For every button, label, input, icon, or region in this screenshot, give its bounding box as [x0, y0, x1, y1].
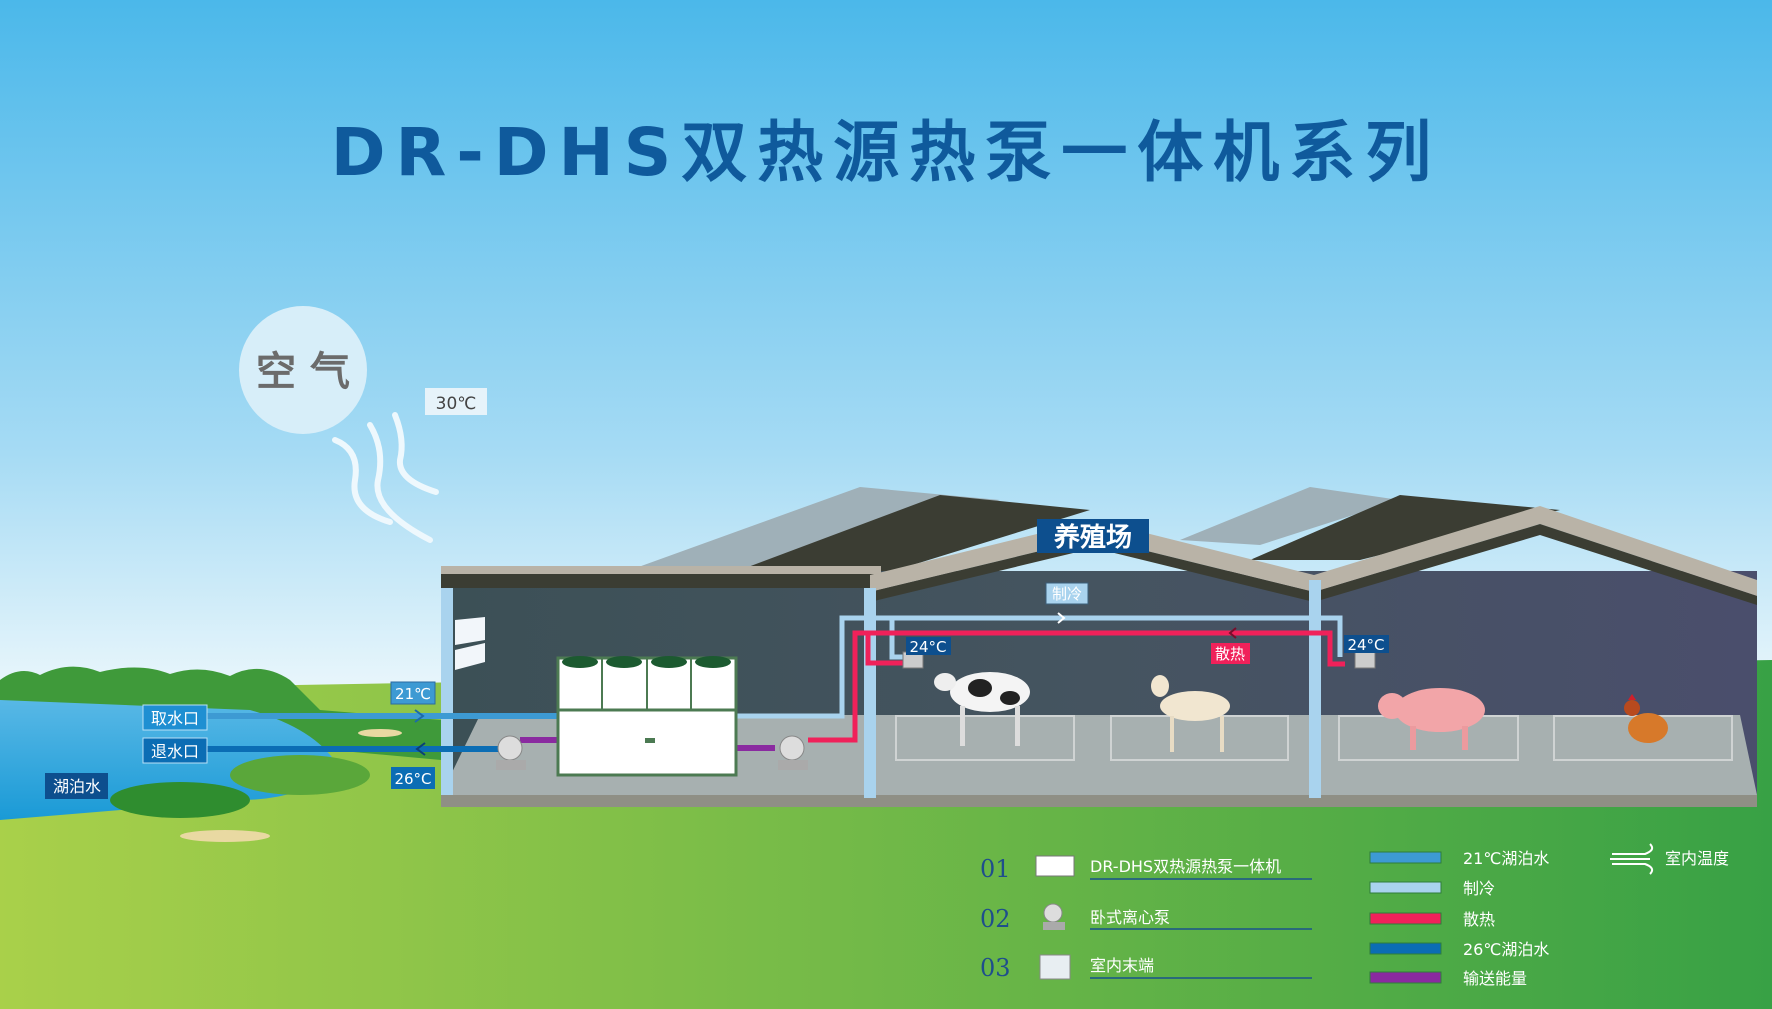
heat-label: 散热 [1215, 645, 1245, 663]
component-legend: 01 DR-DHS双热源热泵一体机 02 卧式离心泵 03 室内末端 [980, 855, 1312, 982]
heat-pump-unit [556, 656, 738, 777]
indoor-temp-legend-label: 室内温度 [1665, 849, 1729, 868]
legend-number: 03 [980, 954, 1011, 982]
outlet-label-box [142, 737, 208, 764]
lake-label-box [45, 773, 108, 799]
air-circle [239, 306, 367, 434]
bush [110, 782, 250, 818]
pipe-color-swatch [1369, 912, 1442, 925]
farm-building [441, 487, 1757, 807]
pipe-legend-label: 21℃湖泊水 [1463, 849, 1549, 868]
heat-label-box [1211, 643, 1250, 664]
cooling-label-box [1045, 582, 1089, 605]
wind-icon [1610, 843, 1654, 875]
legend-item-03: 03 室内末端 [980, 954, 1312, 982]
heat-pump-unit-icon [1035, 855, 1075, 877]
air-label: 空 气 [256, 349, 350, 395]
pipes [200, 612, 1345, 756]
window [455, 617, 485, 645]
indoor-temp-legend: 室内温度 [1610, 843, 1729, 875]
pipe-color-swatch [1369, 851, 1442, 864]
bush [230, 755, 370, 795]
pipe-legend-row: 21℃湖泊水 [1369, 849, 1549, 868]
return-temp: 26°C [394, 770, 431, 788]
goat [1151, 675, 1230, 752]
page-title: DR-DHS双热源热泵一体机系列 [331, 114, 1442, 191]
pump-left [496, 735, 526, 770]
pipe-legend-label: 输送能量 [1463, 969, 1527, 988]
indoor-temp: 24°C [909, 638, 946, 656]
air-temp-box [425, 388, 487, 415]
air-temp: 30℃ [436, 394, 477, 414]
pipe-legend-row: 制冷 [1369, 879, 1495, 898]
indoor-temp: 24°C [1347, 636, 1384, 654]
pipe-color-swatch [1369, 881, 1442, 894]
pipe-legend-label: 26℃湖泊水 [1463, 940, 1549, 959]
indoor-terminal-icon [1039, 954, 1071, 980]
pipe-heat [808, 630, 1345, 743]
centrifugal-pump-icon [1043, 903, 1063, 923]
pipe-legend-label: 散热 [1463, 910, 1495, 929]
pipe-heat [865, 633, 905, 666]
heat-wave-icon [332, 412, 439, 543]
pipe-color-swatch [1369, 942, 1442, 955]
legend-label: DR-DHS双热源热泵一体机 [1090, 857, 1281, 876]
sand-patch [180, 830, 270, 842]
pump-right [778, 735, 808, 770]
cooling-label: 制冷 [1052, 585, 1082, 603]
return-temp-box [391, 767, 435, 789]
supply-temp-box [390, 681, 436, 705]
pig [1378, 688, 1485, 750]
window [455, 643, 485, 670]
outlet-label: 退水口 [151, 742, 199, 761]
legend-number: 01 [980, 855, 1011, 883]
pipe-legend-row: 26℃湖泊水 [1369, 940, 1549, 959]
legend-label: 卧式离心泵 [1090, 908, 1170, 927]
pipe-legend-row: 散热 [1369, 910, 1495, 929]
indoor-temp-box [1344, 635, 1389, 653]
legend-label: 室内末端 [1090, 956, 1154, 975]
farm-label: 养殖场 [1053, 522, 1132, 553]
pipe-color-swatch [1369, 971, 1442, 984]
chicken [1624, 694, 1668, 743]
intake-label-box [142, 704, 208, 731]
cow [934, 672, 1030, 746]
lake-label: 湖泊水 [53, 777, 101, 796]
intake-label: 取水口 [151, 709, 199, 728]
pipe-legend-row: 输送能量 [1369, 969, 1527, 988]
indoor-temp-box [906, 637, 951, 655]
pipe-cooling [736, 615, 1343, 719]
supply-temp: 21℃ [395, 685, 431, 703]
indoor-terminal [1354, 651, 1376, 669]
farm-label-box [1037, 519, 1149, 553]
pipe-legend-label: 制冷 [1463, 879, 1495, 898]
sand-patch [358, 729, 402, 737]
legend-number: 02 [980, 905, 1011, 933]
legend-item-02: 02 卧式离心泵 [980, 903, 1312, 933]
legend-item-01: 01 DR-DHS双热源热泵一体机 [980, 855, 1312, 883]
